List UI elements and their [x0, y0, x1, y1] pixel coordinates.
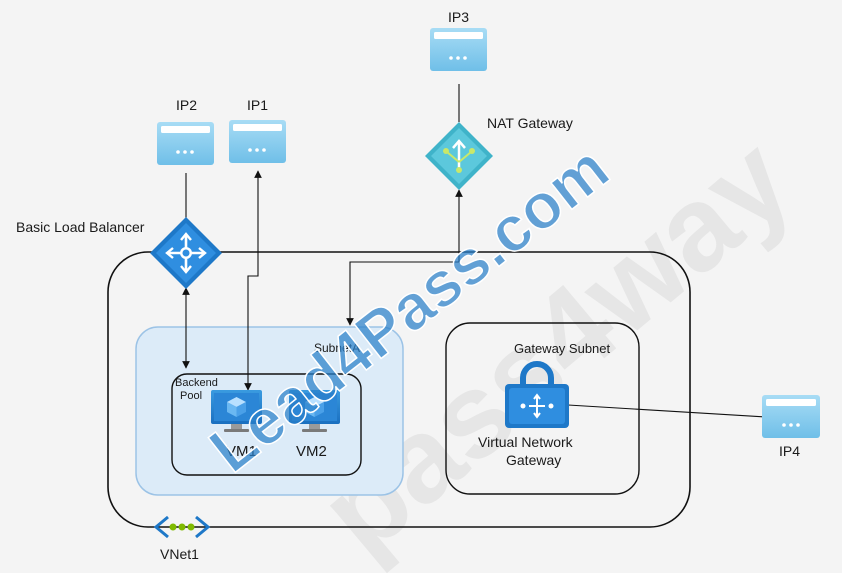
line-nat-subnet: [346, 189, 463, 326]
vm1-monitor-icon: [211, 390, 262, 432]
ip3-label: IP3: [448, 9, 469, 25]
ip1-label: IP1: [247, 97, 268, 113]
vm1-label: VM1: [226, 443, 257, 460]
vng-label-line1: Virtual Network: [478, 434, 574, 450]
ip4-label: IP4: [779, 443, 800, 459]
nat-gateway-icon: [425, 122, 493, 190]
line-vng-ip4: [567, 404, 767, 418]
backend-pool-box: [171, 373, 362, 476]
ip2-label: IP2: [176, 97, 197, 113]
vm2-label: VM2: [296, 443, 327, 460]
vng-label-line2: Gateway: [506, 452, 561, 468]
load-balancer-icon: [150, 217, 222, 289]
public-ip-icon: [762, 395, 820, 438]
line-ip1-vm1: [244, 170, 262, 391]
vm2-monitor-icon: [289, 390, 340, 432]
load-balancer-label: Basic Load Balancer: [16, 219, 145, 235]
nat-gateway-label: NAT Gateway: [487, 115, 573, 131]
subnet-a-box: [135, 326, 404, 496]
connectors: [182, 84, 767, 418]
backend-pool-label-line1: Backend: [175, 377, 218, 389]
subnet-a-label: SubnetA: [314, 341, 360, 355]
public-ip-icon: [229, 120, 286, 163]
gateway-subnet-box: [445, 322, 640, 495]
vnet-label: VNet1: [160, 546, 199, 562]
public-ip-icon: [430, 28, 487, 71]
backend-pool-label-line2: Pool: [180, 390, 202, 402]
public-ip-icon: [157, 122, 214, 165]
vpn-gateway-lock-icon: [505, 361, 569, 428]
gateway-subnet-label: Gateway Subnet: [514, 341, 611, 356]
vnet-icon: [153, 515, 211, 539]
